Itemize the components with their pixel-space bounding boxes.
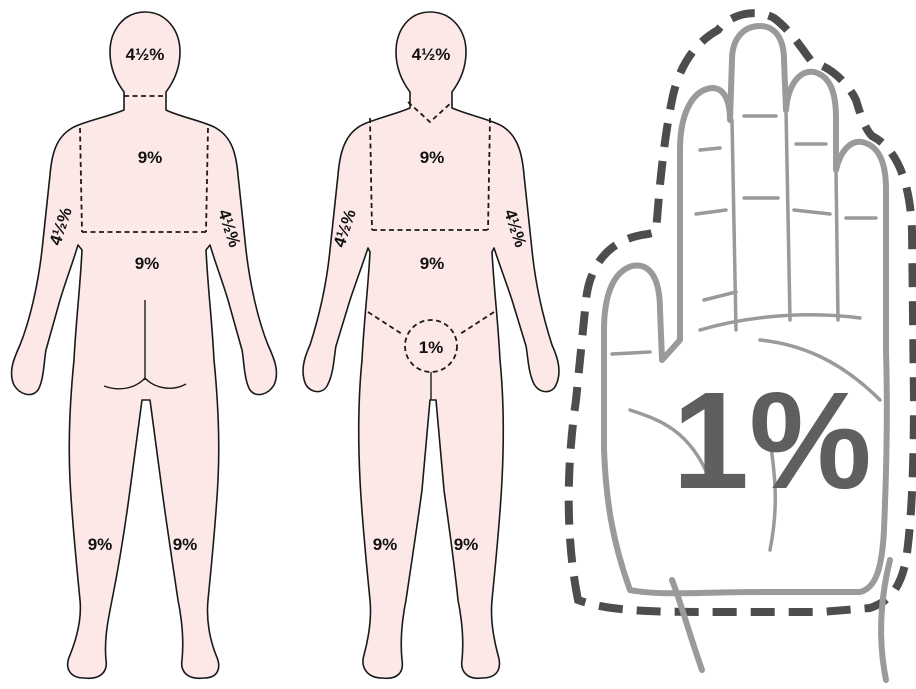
hand-dashed-boundary: [569, 13, 914, 612]
back-upper-label: 9%: [138, 148, 163, 167]
back-body-outline: [12, 12, 277, 678]
front-chest-label: 9%: [420, 148, 445, 167]
hand-finger-line-2: [786, 110, 790, 320]
hand-crease-6: [794, 210, 830, 214]
front-left-leg-label: 9%: [373, 535, 398, 554]
front-abdomen-label: 9%: [420, 254, 445, 273]
back-left-leg-label: 9%: [88, 535, 113, 554]
hand-percent-label: 1%: [672, 364, 871, 518]
hand-palm-crease-1: [700, 315, 860, 330]
hand-crease-2: [696, 210, 726, 214]
front-head-label: 4½%: [412, 45, 451, 64]
hand-figure: 1%: [569, 13, 914, 680]
hand-wrist-right: [881, 560, 890, 680]
hand-finger-line-3: [836, 170, 838, 320]
front-groin-label: 1%: [419, 338, 444, 357]
front-right-leg-label: 9%: [454, 535, 479, 554]
back-view-figure: 4½% 9% 9% 4½% 4½% 9% 9%: [12, 12, 277, 678]
back-head-label: 4½%: [126, 45, 165, 64]
hand-crease-9: [704, 292, 736, 300]
hand-crease-1: [700, 148, 720, 150]
back-lower-label: 9%: [135, 254, 160, 273]
hand-finger-line-1: [732, 120, 736, 330]
hand-crease-8: [612, 352, 650, 354]
front-view-figure: 4½% 9% 9% 1% 4½% 4½% 9% 9%: [303, 12, 559, 678]
back-right-leg-label: 9%: [173, 535, 198, 554]
